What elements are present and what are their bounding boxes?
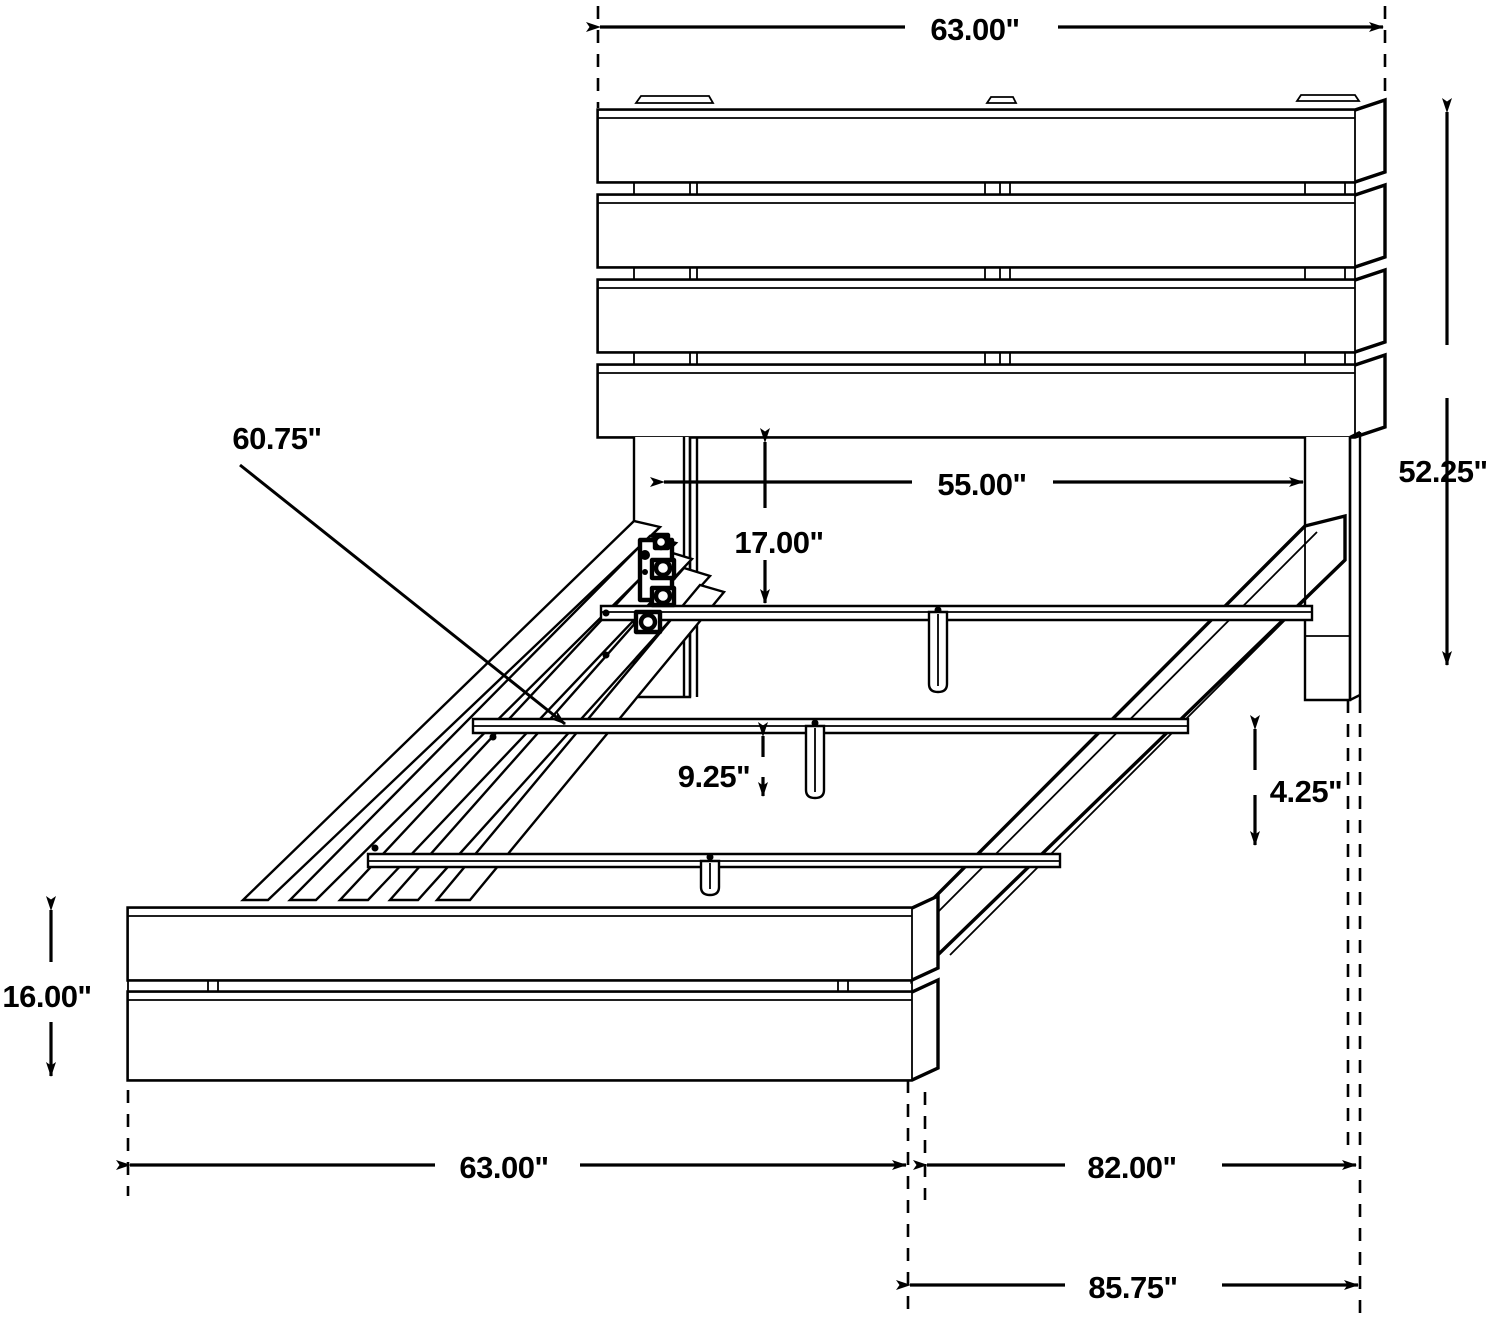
dimension-headboard-clearance-label: 17.00" [734,525,823,560]
headboard-slat-3 [596,267,1387,354]
dimension-inner-width-label: 55.00" [937,467,1026,502]
extension-lines [126,6,1387,1320]
dimension-slat-leader: 60.75" [232,421,566,726]
dimension-overall-height: 52.25" [1398,98,1488,666]
dimension-top-width: 63.00" [586,12,1384,47]
headboard-slat-2 [596,182,1387,269]
headboard-slat-1 [596,97,1387,184]
dimension-bed-length: 82.00" [913,1150,1357,1185]
dimension-headboard-clearance: 17.00" [734,428,824,604]
dimension-overall-height-label: 52.25" [1398,454,1487,489]
dimension-top-width-label: 63.00" [930,12,1019,47]
footboard-panel-lower [126,977,940,1082]
dimension-inner-width: 55.00" [650,467,1304,502]
rail-bracket-hardware [602,532,677,659]
dimension-rail-height-label: 4.25" [1270,774,1343,809]
support-slat-1 [599,604,1314,622]
footboard-assembly [126,893,940,1082]
center-leg-1 [927,610,949,694]
footboard-panel-upper [126,893,940,982]
footboard-gap [127,980,913,992]
headboard-top-tabs [634,94,1361,104]
dimension-footboard-width-label: 63.00" [459,1150,548,1185]
headboard-stiles [633,182,1356,365]
side-rails [240,513,1351,985]
dimension-footboard-height: 16.00" [2,896,92,1077]
dimension-overall-length: 85.75" [896,1270,1359,1305]
headboard-assembly [596,94,1387,702]
dimension-footboard-width: 63.00" [116,1150,907,1185]
dimension-footboard-height-label: 16.00" [2,979,91,1014]
support-slat-2 [471,717,1190,741]
support-slats [366,604,1314,897]
side-rail-right [910,513,1351,985]
headboard-slat-4 [596,352,1387,439]
dimension-overall-length-label: 85.75" [1088,1270,1177,1305]
dimension-slat-leader-label: 60.75" [232,421,321,456]
center-leg-3 [699,859,721,897]
dimension-slat-spacing-label: 9.25" [678,759,751,794]
dimension-rail-height: 4.25" [1250,715,1343,846]
dimension-slat-spacing: 9.25" [678,722,768,797]
center-leg-2 [804,724,826,800]
dimension-bed-length-label: 82.00" [1087,1150,1176,1185]
